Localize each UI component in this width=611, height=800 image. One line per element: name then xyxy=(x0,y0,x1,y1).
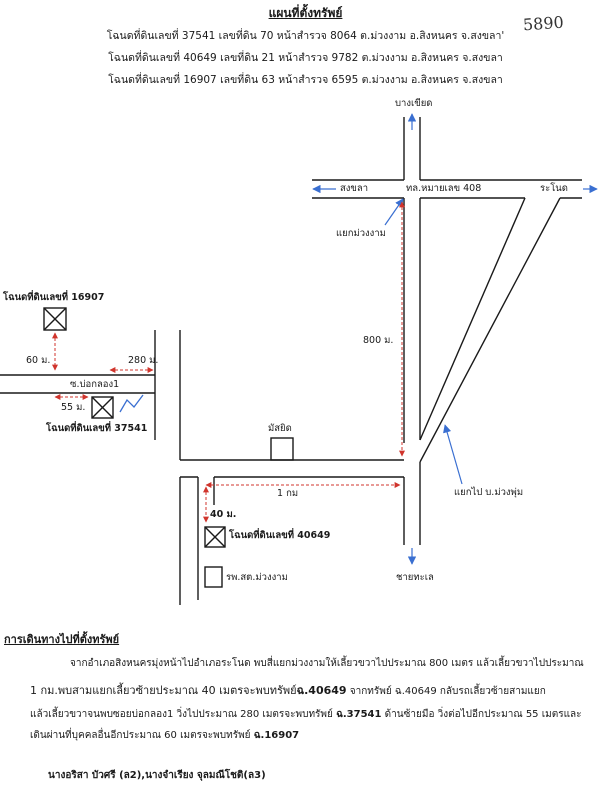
pointer-branch xyxy=(443,424,463,485)
directions-heading: การเดินทางไปที่ตั้งทรัพย์ xyxy=(4,633,120,646)
label-40: 40 ม. xyxy=(210,509,237,520)
directions-line-4-a: เดินผ่านที่บุคคลอื่นอีกประมาณ 60 เมตรจะพ… xyxy=(30,730,254,741)
parcel-40649-box xyxy=(204,526,226,548)
label-60: 60 ม. xyxy=(26,355,51,366)
parcel-37541-box xyxy=(91,396,114,419)
mosque-box xyxy=(270,437,294,461)
parcel-16907-box xyxy=(43,307,67,331)
label-junction: แยกม่วงงาม xyxy=(336,228,386,239)
directions-line-1: จากอำเภอสิงหนครมุ่งหน้าไปอำเภอระโนด พบสี… xyxy=(70,658,584,669)
directions-line-3-b: ฉ.37541 xyxy=(336,709,382,720)
directions-line-2: 1 กม.พบสามแยกเลี้ยวซ้ายประมาณ 40 เมตรจะพ… xyxy=(30,685,546,697)
label-280: 280 ม. xyxy=(128,355,159,366)
label-parcel-37541: โฉนดที่ดินเลขที่ 37541 xyxy=(46,423,148,434)
directions-line-2-c: จากทรัพย์ ฉ.40649 กลับรถเลี้ยวซ้ายสามแยก xyxy=(346,686,546,697)
directions-line-3-c: ด้านซ้ายมือ วิ่งต่อไปอีกประมาณ 55 เมตรแล… xyxy=(381,709,582,720)
signature-line: นางอริสา บัวศรี (ล2),นางจำเรียง จุลมณีโช… xyxy=(48,770,266,781)
label-soi: ซ.บ่อกลอง1 xyxy=(70,379,120,390)
directions-line-3-a: แล้วเลี้ยวขวาจนพบซอยบ่อกลอง1 วิ่งไปประมา… xyxy=(30,709,337,720)
label-east: ระโนด xyxy=(540,183,568,194)
label-south: ชายทะเล xyxy=(396,572,434,583)
directions-line-2-b: ฉ.40649 xyxy=(296,684,347,697)
hospital-box xyxy=(204,566,223,588)
label-highway: ทล.หมายเลข 408 xyxy=(406,183,482,194)
label-north: บางเขียด xyxy=(395,98,433,109)
label-parcel-40649: โฉนดที่ดินเลขที่ 40649 xyxy=(229,530,331,541)
header-line-2: โฉนดที่ดินเลขที่ 40649 เลขที่ดิน 21 หน้า… xyxy=(108,52,503,64)
diagonal-road-left xyxy=(419,197,526,441)
page-title: แผนที่ตั้งทรัพย์ xyxy=(268,6,343,20)
label-branch: แยกไป บ.ม่วงพุ่ม xyxy=(454,487,524,498)
diagonal-road-right xyxy=(419,197,561,463)
label-55: 55 ม. xyxy=(61,402,86,413)
label-hospital: รพ.สต.ม่วงงาม xyxy=(226,572,288,583)
label-800: 800 ม. xyxy=(363,335,394,346)
label-1km: 1 กม xyxy=(277,488,299,499)
handwritten-number: 5890 xyxy=(522,12,565,35)
header-line-3: โฉนดที่ดินเลขที่ 16907 เลขที่ดิน 63 หน้า… xyxy=(108,74,503,86)
directions-line-2-a: 1 กม.พบสามแยกเลี้ยวซ้ายประมาณ 40 เมตรจะพ… xyxy=(30,684,297,697)
header-line-1: โฉนดที่ดินเลขที่ 37541 เลขที่ดิน 70 หน้า… xyxy=(106,30,505,42)
directions-line-4: เดินผ่านที่บุคคลอื่นอีกประมาณ 60 เมตรจะพ… xyxy=(30,731,299,741)
label-west: สงขลา xyxy=(340,183,369,194)
directions-line-3: แล้วเลี้ยวขวาจนพบซอยบ่อกลอง1 วิ่งไปประมา… xyxy=(30,710,582,720)
label-mosque: มัสยิด xyxy=(268,423,292,434)
label-parcel-16907: โฉนดที่ดินเลขที่ 16907 xyxy=(3,292,105,303)
directions-line-4-b: ฉ.16907 xyxy=(253,730,300,741)
check-mark xyxy=(119,394,144,413)
pointer-junction xyxy=(384,198,404,226)
